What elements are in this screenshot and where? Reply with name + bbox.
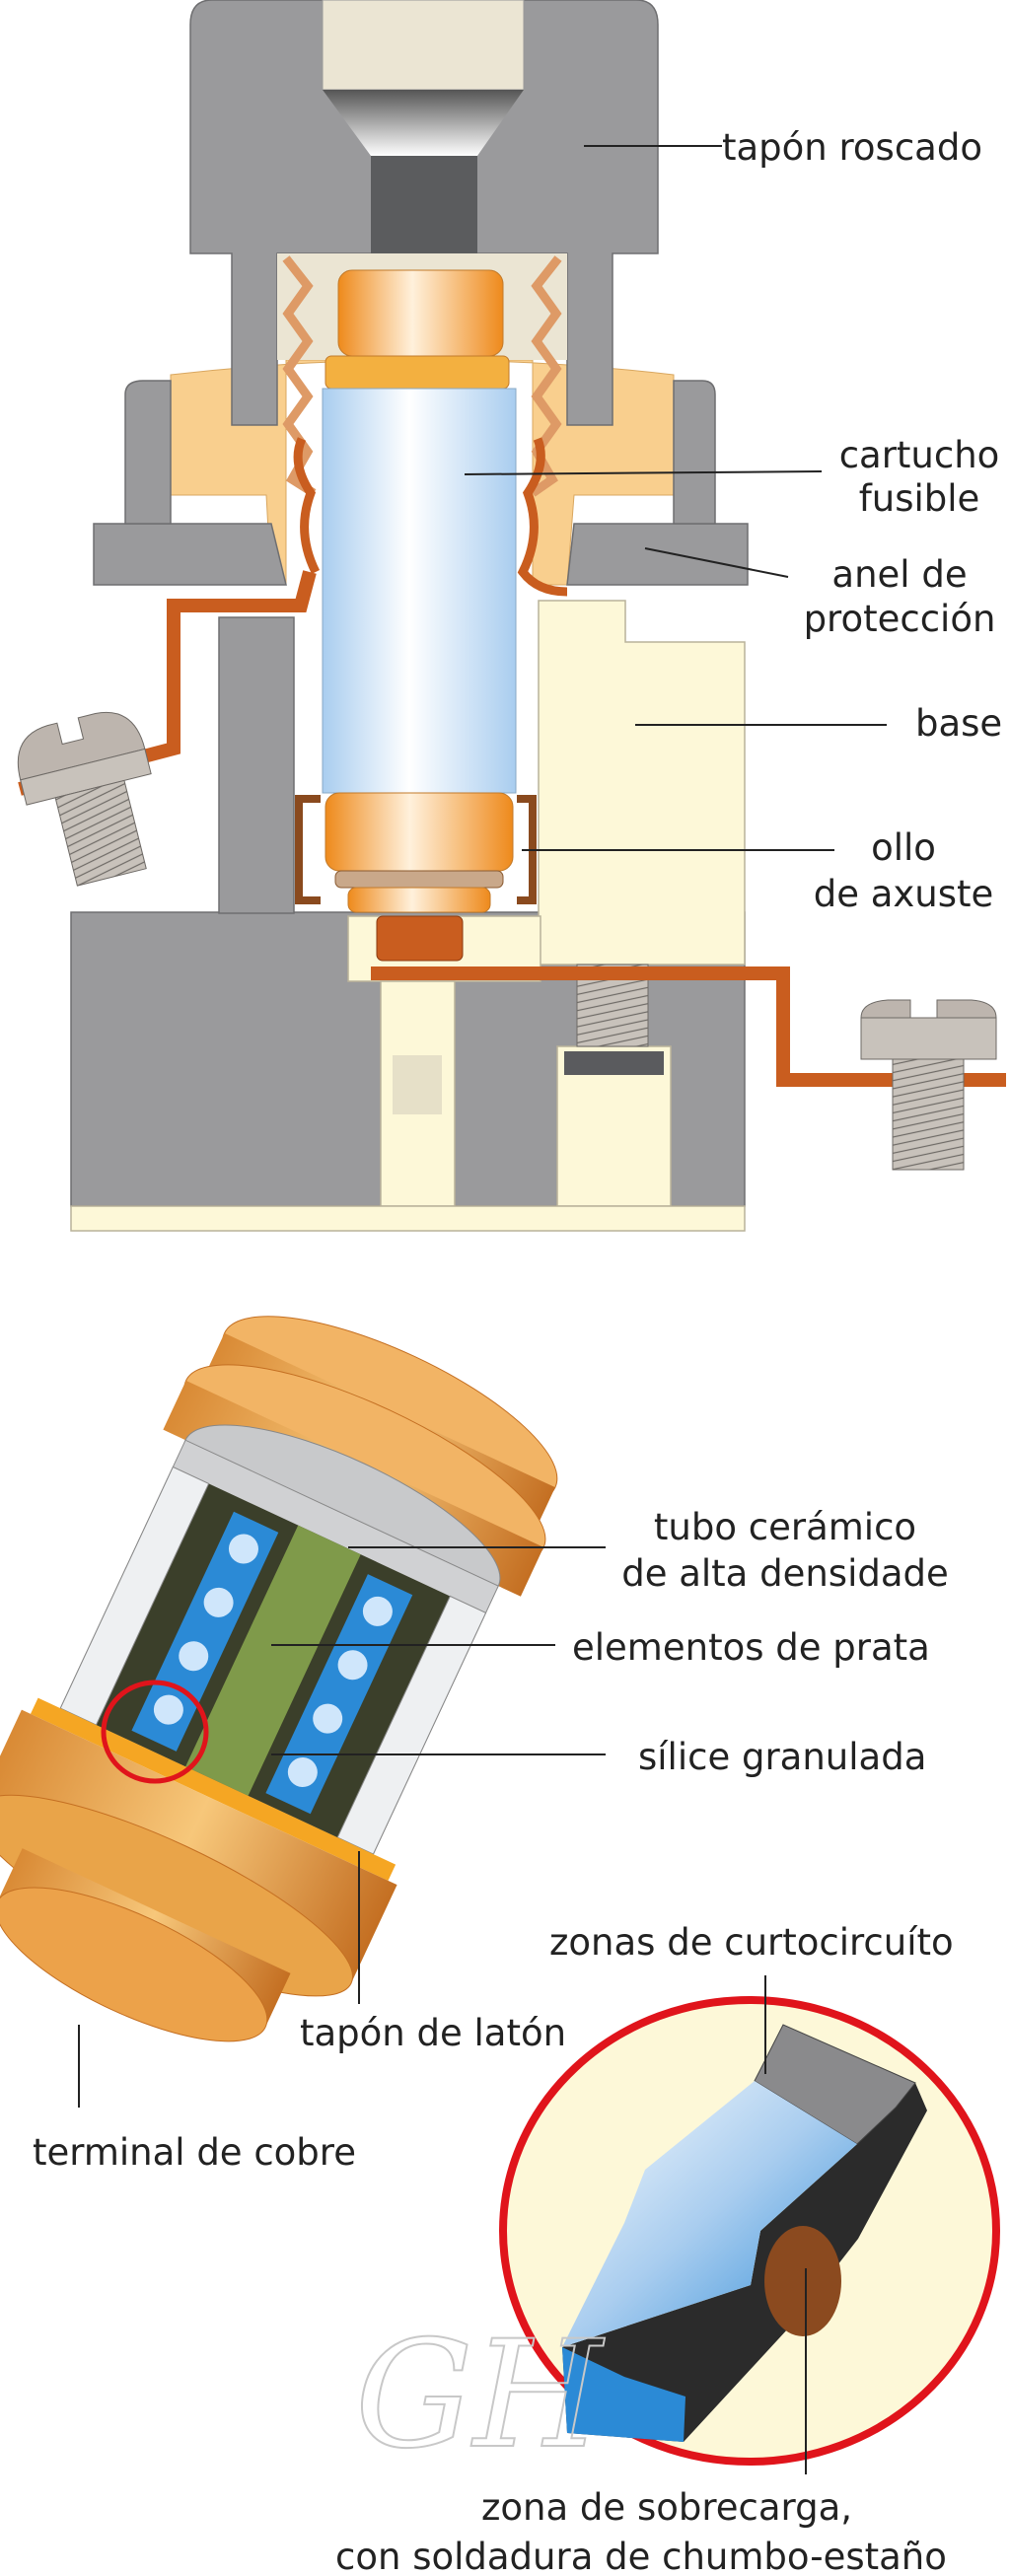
label-brass-cap: tapón de latón: [300, 2012, 566, 2054]
element-top-face: [562, 2081, 857, 2347]
spring-right: [530, 255, 562, 497]
label-protection-ring: anel de: [831, 553, 967, 596]
cap-cone: [323, 90, 524, 156]
contact-right: [517, 437, 568, 597]
detail-magnified-element: GH: [354, 1996, 1000, 2482]
cartridge-collar: [334, 870, 504, 889]
overload-solder-zone: [764, 2226, 841, 2336]
label-copper-terminal: terminal de cobre: [33, 2131, 356, 2174]
label-threaded-cap: tapón roscado: [722, 126, 982, 169]
cap-core: [371, 156, 477, 253]
watermark: GH: [355, 2310, 606, 2481]
label-gauge-ring-2: de axuste: [814, 873, 994, 915]
label-overload-zone-2: con soldadura de chumbo-estaño: [335, 2536, 947, 2576]
cartridge-top-cap: [337, 269, 504, 357]
element-front-edge: [562, 2347, 685, 2442]
base-hole-left-inner: [393, 1055, 442, 1114]
terminal-screw-right: [860, 999, 997, 1171]
cartridge-tube: [322, 388, 517, 794]
base-gray-column: [218, 616, 295, 914]
contact-left: [293, 437, 321, 575]
fuse-holder-section: [17, 0, 1006, 1232]
terminal-screw-left: [17, 711, 152, 887]
base-screw-nut: [564, 1051, 664, 1075]
brass-cap-rim: [30, 1697, 397, 1881]
short-circuit-zone: [754, 2024, 916, 2145]
ring-upright-left: [124, 380, 172, 525]
label-cartridge-2: fusible: [859, 477, 980, 520]
silica-core: [185, 1525, 361, 1796]
label-gauge-ring: ollo: [871, 826, 936, 869]
base-cream: [538, 600, 746, 966]
cartridge-tip: [347, 887, 491, 913]
cartridge-bottom-cap: [325, 792, 514, 872]
label-overload-zone: zona de sobrecarga,: [481, 2486, 852, 2529]
copper-terminal: [0, 1887, 268, 2042]
detail-marker-small: [101, 1680, 209, 1784]
label-silver-elements: elementos de prata: [572, 1626, 930, 1669]
element-side-dark: [562, 2083, 927, 2442]
cap-slot: [322, 0, 525, 91]
top-labels: tapón roscado cartucho fusible anel de p…: [464, 126, 1002, 915]
label-ceramic-tube-2: de alta densidade: [621, 1552, 949, 1595]
label-cartridge: cartucho: [839, 434, 1000, 476]
label-ceramic-tube: tubo cerámico: [654, 1506, 916, 1548]
copper-contact: [376, 915, 464, 962]
label-protection-ring-2: protección: [804, 598, 996, 640]
label-short-circuit-zones: zonas de curtocircuíto: [549, 1921, 954, 1964]
label-silica: sílice granulada: [638, 1736, 926, 1778]
bottom-labels: tubo cerámico de alta densidade elemento…: [33, 1506, 954, 2576]
base-foot-strip: [70, 1205, 746, 1232]
fuse-cartridge-cutaway: [0, 1316, 558, 2042]
cartridge-top-ring: [325, 355, 510, 390]
label-base: base: [915, 702, 1002, 745]
gauge-bracket-left: [295, 795, 321, 904]
ring-upright-right: [673, 380, 716, 525]
